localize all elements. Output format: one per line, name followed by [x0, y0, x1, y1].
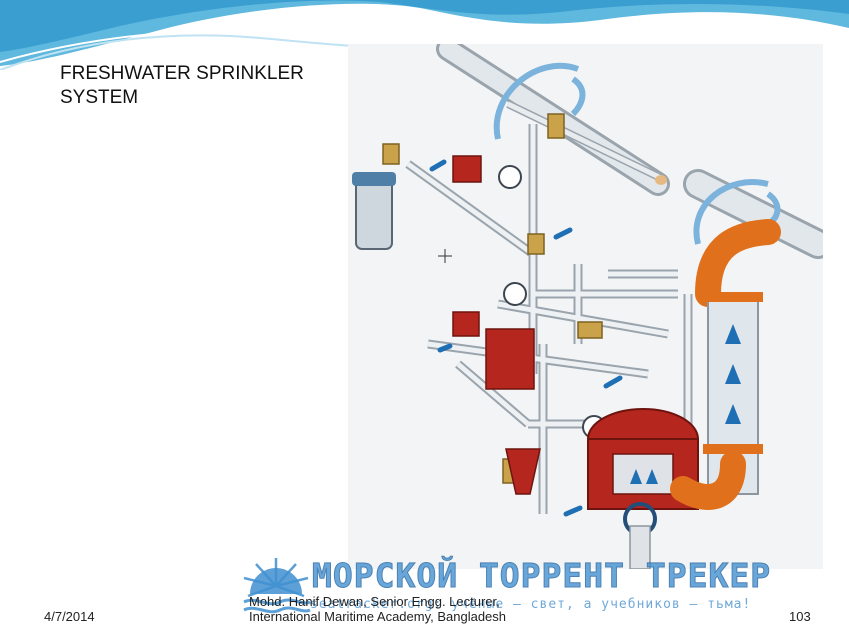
sun-logo-icon [243, 558, 311, 614]
brass-fittings [382, 113, 603, 484]
retard-chamber-box [485, 328, 535, 390]
watermark-title: МОРСКОЙ ТОРРЕНТ ТРЕКЕР [311, 556, 772, 596]
overhead-pipes [436, 44, 823, 259]
footer-date: 4/7/2014 [44, 609, 95, 624]
footer-author-line1: Mohd. Hanif Dewan, Senior Engg. Lecturer… [249, 594, 500, 609]
watermark-subtitle: seatracker.org: учёные — свет, а учебник… [310, 597, 752, 612]
pressure-switch-box [452, 311, 480, 337]
valve-handles [429, 159, 623, 517]
slide-title: FRESHWATER SPRINKLER SYSTEM [60, 63, 304, 108]
flow-arrows [725, 324, 741, 424]
crosshair-cursor [438, 249, 452, 263]
sprinkler-system-diagram [348, 44, 823, 569]
page-number: 103 [789, 609, 811, 624]
footer-author-line2: International Maritime Academy, Banglade… [249, 609, 507, 624]
footer-author: Mohd. Hanif Dewan, Senior Engg. Lecturer… [249, 594, 506, 624]
alarm-switch-box [452, 155, 482, 183]
orange-riser [670, 219, 781, 510]
strainer-filter [352, 172, 396, 250]
alarm-check-valve [587, 408, 699, 569]
watermark: МОРСКОЙ ТОРРЕНТ ТРЕКЕР seatracker.org: у… [240, 556, 840, 620]
drain-funnel [505, 448, 541, 495]
